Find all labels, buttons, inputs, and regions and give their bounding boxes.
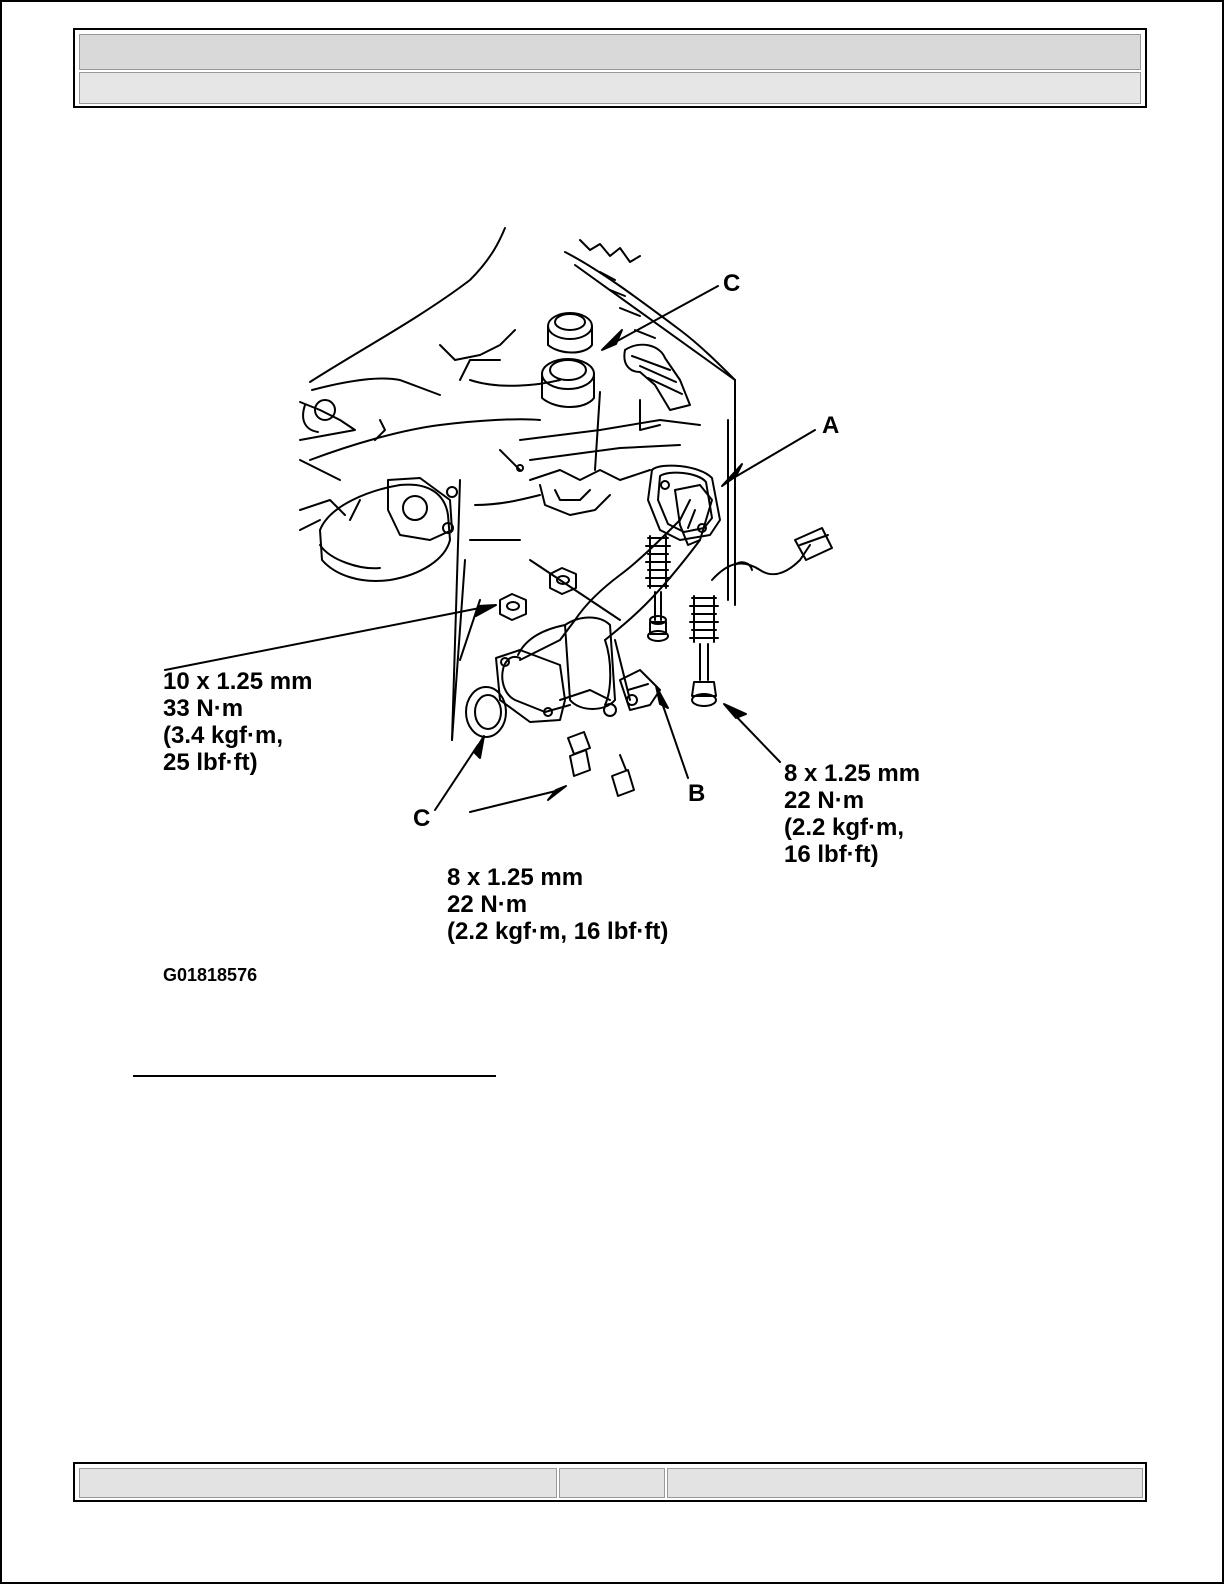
callout-b: B [688, 780, 705, 807]
footer-cell-right [667, 1468, 1143, 1498]
torque-spec-left: 10 x 1.25 mm 33 N·m (3.4 kgf·m, 25 lbf·f… [163, 668, 312, 776]
page-footer [73, 1462, 1147, 1502]
spec-line: 22 N·m [784, 787, 920, 814]
spec-line: 25 lbf·ft) [163, 749, 312, 776]
body-outline [310, 228, 505, 382]
figure-id: G01818576 [163, 965, 257, 986]
footer-cell-left [79, 1468, 557, 1498]
spec-line: 8 x 1.25 mm [784, 760, 920, 787]
spec-line: 8 x 1.25 mm [447, 864, 668, 891]
spec-line: (3.4 kgf·m, [163, 722, 312, 749]
torque-spec-right: 8 x 1.25 mm 22 N·m (2.2 kgf·m, 16 lbf·ft… [784, 760, 920, 868]
footer-cell-middle [559, 1468, 665, 1498]
spec-line: 33 N·m [163, 695, 312, 722]
callout-c-top: C [723, 270, 740, 297]
spec-line: (2.2 kgf·m, [784, 814, 920, 841]
spec-line: 16 lbf·ft) [784, 841, 920, 868]
callout-a: A [822, 412, 839, 439]
section-divider [133, 1075, 496, 1077]
spec-line: 10 x 1.25 mm [163, 668, 312, 695]
spec-line: 22 N·m [447, 891, 668, 918]
torque-spec-bottom: 8 x 1.25 mm 22 N·m (2.2 kgf·m, 16 lbf·ft… [447, 864, 668, 945]
callout-c-bottom: C [413, 805, 430, 832]
spec-line: (2.2 kgf·m, 16 lbf·ft) [447, 918, 668, 945]
